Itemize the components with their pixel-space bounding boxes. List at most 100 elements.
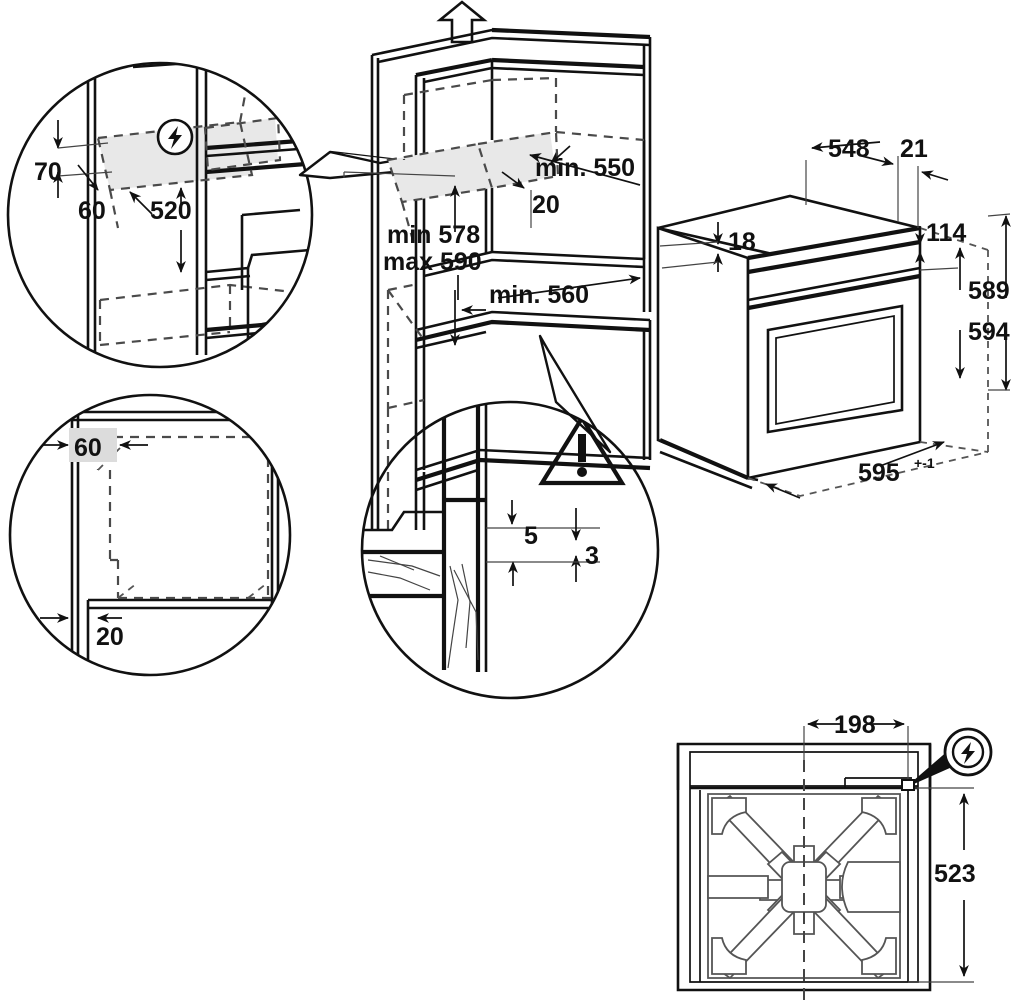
rear-fan-grille [707,794,901,980]
cab-dash-diag [387,289,425,341]
dim-20b: 20 [40,613,124,651]
oven-door-window-inner [775,314,895,426]
dim-595: 595 +-1 [765,441,945,499]
cab-dash-h2 [491,76,557,82]
niche-shelf-back [491,250,645,261]
dim-min578-max590: min 578 max 590 [343,171,482,346]
oven-bottom-left-lip2 [659,450,753,490]
dim-198-label: 198 [834,711,876,739]
niche-top-left2 [423,66,493,84]
lower-shelf-band [415,319,651,343]
detail-bottom-center-ring [360,400,660,700]
dim-20: 20 [501,145,571,228]
dim-min560-label: min. 560 [489,281,589,309]
dim-min560: min. 560 [457,274,641,315]
recess-dash-drop [108,189,120,229]
bl-dash-chamfer2 [117,583,137,599]
bl-dash-chamfer3 [247,583,267,599]
lower-shelf [205,248,311,274]
mid-shelf-band2 [205,160,312,175]
niche-top-back2 [491,66,645,77]
dim-min578-label: min 578 [387,221,480,249]
rear-lightning-callout [901,727,993,791]
up-arrow-icon [436,0,488,44]
dim-548: 548 [805,135,881,205]
dim-548-label: 548 [828,135,870,163]
oven-rear-plan-view: 198 523 [676,711,993,1000]
dim-70-label: 70 [34,158,62,186]
cab-dash-drop [400,201,416,245]
bc-worktop-top [364,510,444,532]
dim-min550: min. 550 [529,153,641,186]
dim-523: 523 [908,787,976,983]
warning-triangle-icon [538,413,626,486]
dim-5-label: 5 [524,522,538,550]
rear-outer-frame [676,742,932,992]
cabinet-niche-isometric: min 578 max 590 min. 550 20 min. 560 [343,0,652,530]
detail-bottom-center-contents: 5 3 [362,402,626,672]
lightning-bolt-icon [961,742,975,764]
cab-recess-shade [388,144,492,202]
dim-60b-label: 60 [74,434,102,462]
lightning-bolt-icon [156,118,194,156]
dim-60-label: 60 [78,197,106,225]
lower-dash-h [99,330,231,347]
niche-top-back [491,57,645,70]
dim-70: 70 [34,120,113,198]
dim-60b: 60 [42,428,148,462]
dim-595-tolerance: +-1 [914,455,935,471]
dim-594-label: 594 [968,318,1010,346]
detail-top-left-contents: 70 60 520 [34,63,312,360]
dim-594: 594 [968,213,1011,391]
power-inlet-marker [901,779,915,791]
oven-front-top-band [747,225,921,261]
oven-left-face [656,226,750,480]
lower-shelf-top [415,310,651,332]
dim-60: 60 [77,164,153,225]
dim-21: 21 [861,135,949,228]
dim-20b-label: 20 [96,623,124,651]
dim-max590-label: max 590 [383,248,482,276]
niche-top-left-band [415,57,493,78]
dim-min550-label: min. 550 [535,154,635,182]
oven-panel-divider2 [747,273,921,311]
dim-18: 18 [659,222,756,272]
right-inner-top [241,208,301,217]
oven-door-window [766,304,904,434]
cab-dash-recess [386,142,494,204]
cab-top-front2 [377,36,651,64]
cab-recess-shade-r [478,132,556,188]
dim-114-label: 114 [926,219,966,247]
recess-dashed-box-r [203,116,282,172]
dim-21-label: 21 [900,135,928,163]
oven-bottom-left-lip [659,438,749,480]
detail-bottom-left-ring [8,393,292,677]
dim-20-label: 20 [532,191,560,219]
detail-bottom-center: 5 3 [360,400,660,700]
dim-523-label: 523 [934,860,976,888]
detail-top-left-ring [6,61,314,369]
dim-595-label: 595 [858,459,900,487]
dim-3: 3 [486,508,600,586]
dim-3-label: 3 [585,542,599,570]
cab-dash-low-h [387,282,419,292]
oven-front-top-band2 [747,239,921,275]
cab-dash-low-h2 [387,398,425,410]
dim-114: 114 [915,219,966,271]
dim-5: 5 [486,500,600,550]
dim-589-label: 589 [968,277,1010,305]
dim-589: 589 [955,247,1010,379]
dim-520-label: 520 [150,197,192,225]
oven-panel-divider [747,266,921,302]
mid-shelf-line [205,146,312,158]
dim-520: 520 [150,187,192,273]
dim-198: 198 [803,711,909,790]
shelf-top-front2 [132,63,301,69]
leader-bottom-center [538,334,612,454]
oven-depth-dash-r [919,441,989,453]
cab-top-band [491,27,651,40]
detail-top-left: 70 60 520 [6,61,314,369]
niche-shelf-band [423,258,645,278]
